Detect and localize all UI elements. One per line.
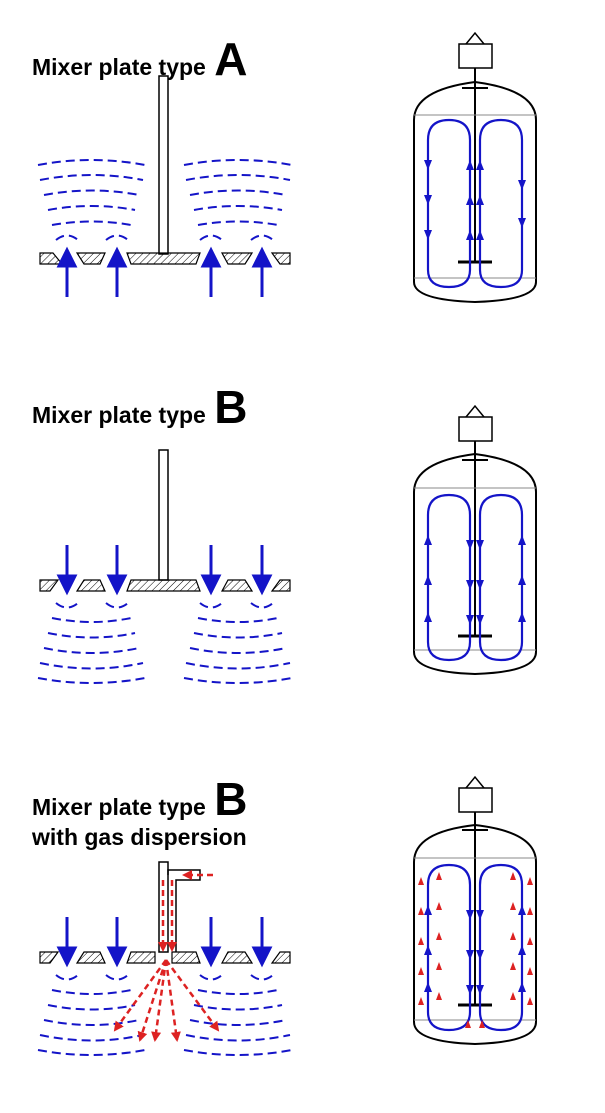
gas-bubble-arrows	[418, 872, 533, 1028]
plate-diagram-a	[37, 75, 293, 297]
shaft	[158, 75, 169, 255]
flow-lines	[37, 159, 293, 241]
motor	[458, 43, 493, 69]
flow-lines	[37, 602, 293, 684]
gas-flow-arrows	[113, 870, 220, 1042]
mixer-plate	[39, 951, 291, 964]
motor	[458, 787, 493, 813]
shaft	[158, 449, 169, 581]
flow-lines	[37, 974, 293, 1056]
loop-arrows	[424, 160, 526, 240]
motor	[458, 416, 493, 442]
plate-diagram-b	[37, 449, 293, 684]
title-letter: B	[214, 381, 248, 433]
loop-arrows	[424, 535, 526, 625]
title-type-b-gas: Mixer plate type B	[32, 776, 248, 822]
title-label: Mixer plate type	[32, 54, 206, 80]
title-type-b: Mixer plate type B	[32, 384, 248, 430]
title-letter: A	[214, 33, 248, 85]
title-letter: B	[214, 773, 248, 825]
title-label: Mixer plate type	[32, 794, 206, 820]
shaft	[158, 861, 169, 953]
tank-diagram-b-gas	[413, 775, 537, 1046]
title-type-a: Mixer plate type A	[32, 36, 248, 82]
inflow-arrows	[56, 246, 273, 297]
title-label: Mixer plate type	[32, 402, 206, 428]
circulation-loops	[426, 863, 524, 1032]
tank-diagram-a	[413, 31, 537, 304]
subtitle-gas-dispersion: with gas dispersion	[32, 824, 247, 850]
inflow-arrows	[56, 545, 273, 596]
inflow-arrows	[56, 917, 273, 968]
circulation-loops	[426, 493, 524, 662]
loop-arrows	[424, 905, 526, 995]
mixer-plate	[39, 252, 291, 265]
mixer-plate	[39, 579, 291, 592]
tank-diagram-b	[413, 404, 537, 676]
plate-diagram-b-gas	[37, 861, 293, 1056]
circulation-loops	[426, 118, 524, 289]
